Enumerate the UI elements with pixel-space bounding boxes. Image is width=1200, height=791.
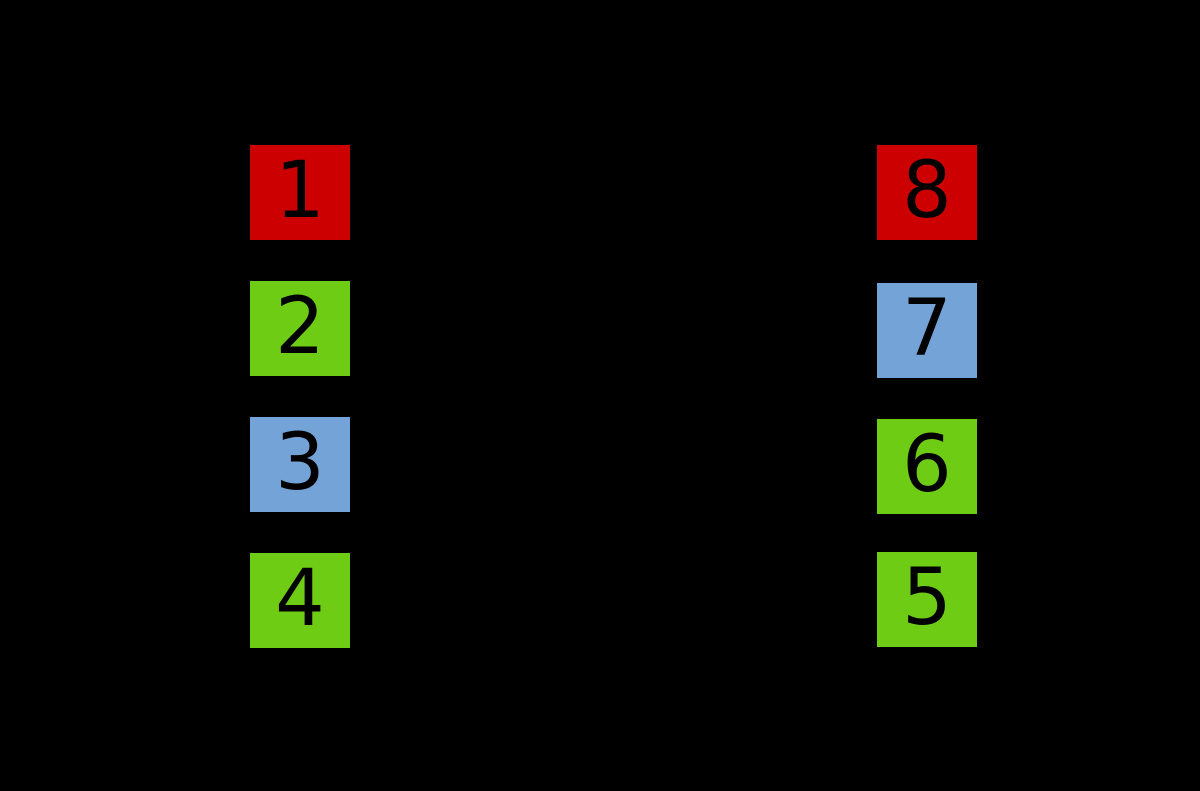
block-label: 2 <box>275 281 325 372</box>
block-label: 3 <box>275 417 325 508</box>
block-label: 4 <box>275 553 325 644</box>
block-3[interactable]: 3 <box>250 417 350 512</box>
block-label: 1 <box>275 145 325 236</box>
block-label: 8 <box>902 145 952 236</box>
block-4[interactable]: 4 <box>250 553 350 648</box>
block-7[interactable]: 7 <box>877 283 977 378</box>
block-label: 5 <box>902 552 952 643</box>
block-6[interactable]: 6 <box>877 419 977 514</box>
block-label: 6 <box>902 419 952 510</box>
block-8[interactable]: 8 <box>877 145 977 240</box>
block-1[interactable]: 1 <box>250 145 350 240</box>
block-5[interactable]: 5 <box>877 552 977 647</box>
block-label: 7 <box>902 283 952 374</box>
block-2[interactable]: 2 <box>250 281 350 376</box>
